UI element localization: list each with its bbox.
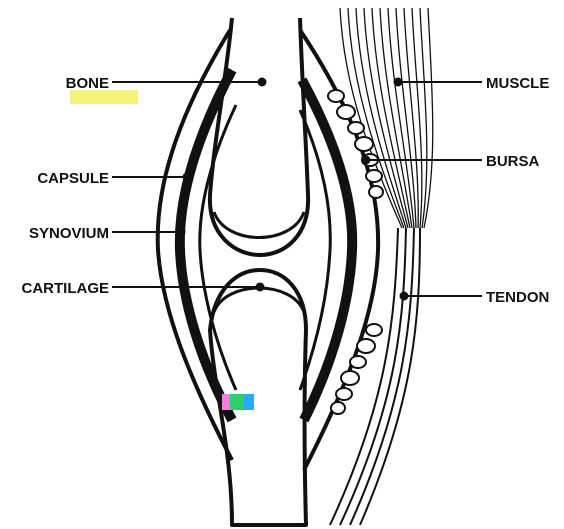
label-bursa: BURSA: [486, 153, 540, 170]
label-cartilage: CARTILAGE: [22, 280, 110, 297]
label-bone: BONE: [66, 75, 109, 92]
label-muscle: MUSCLE: [486, 75, 549, 92]
label-tendon: TENDON: [486, 289, 549, 306]
label-synovium: SYNOVIUM: [29, 225, 109, 242]
label-capsule: CAPSULE: [37, 170, 109, 187]
